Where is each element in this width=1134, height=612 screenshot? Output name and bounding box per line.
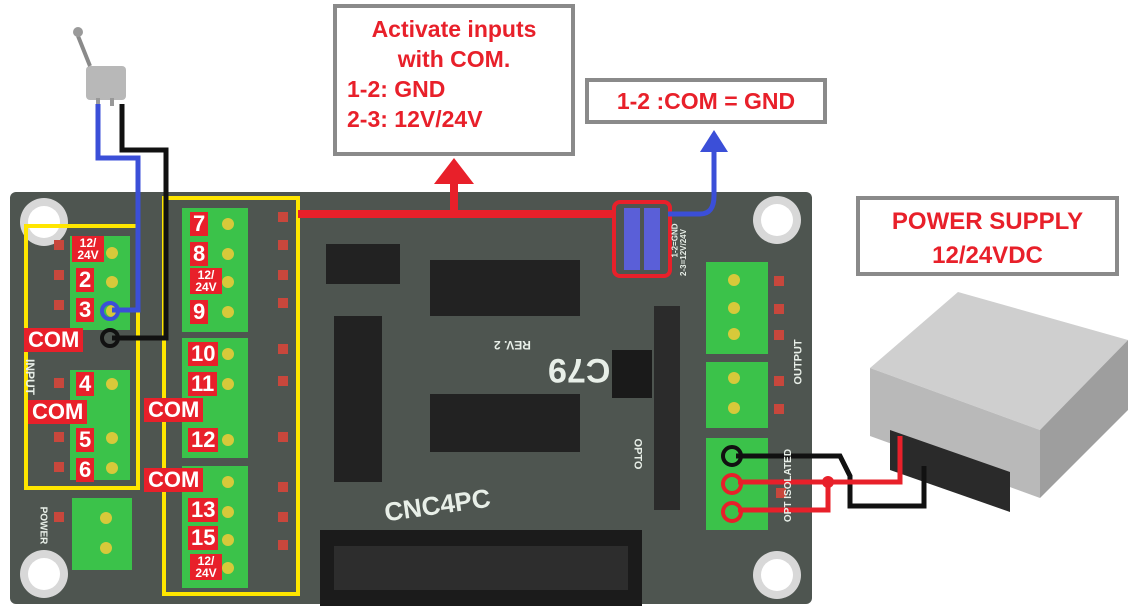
terminal-block-right-mid [706,362,768,428]
terminal-block-power [72,498,132,570]
ic-chip-vertical [334,316,382,482]
label-pin-10: 10 [188,342,219,366]
label-pin-4: 4 [76,372,95,396]
jumper-silkscreen-2: 2-3=12V/24V [678,229,688,276]
ic-chip-large-top [430,260,580,316]
mounting-hole-bottom-right [753,551,801,599]
mounting-hole-top-left [20,198,68,246]
blue-wire-end [100,301,120,321]
model-silkscreen: C79 [548,351,611,389]
mounting-hole-bottom-left [20,550,68,598]
ribbon-header [320,530,642,606]
limit-switch [73,27,126,106]
opto-silkscreen: OPTO [631,438,644,470]
power-supply-voltage: 12/24VDC [932,242,1043,269]
jumper-block [612,200,672,278]
opto-chip [612,350,652,398]
callout-line-gnd: 1-2: GND [347,76,446,102]
label-pin-8: 8 [190,242,209,266]
label-pin-6: 6 [76,458,95,482]
power-supply-callout: POWER SUPPLY 12/24VDC [856,196,1119,276]
callout-title-line-1: Activate inputs [371,16,537,42]
highlight-mid-inputs [162,196,300,596]
power-supply-title: POWER SUPPLY [891,208,1084,235]
power-silkscreen: POWER [37,506,49,545]
psu-terminal-red-2 [721,501,743,523]
blue-arrow-head [700,130,728,152]
psu-red-wire-2 [828,436,903,485]
status-leds [54,212,786,550]
callout-line-12v24v: 2-3: 12V/24V [347,106,483,132]
opt-isolated-silkscreen: OPT ISOLATED [783,448,795,523]
psu-terminal-red-1 [721,473,743,495]
mounting-hole-top-right [753,196,801,244]
red-arrow-head [434,158,474,184]
psu-black-wire [736,453,927,509]
highlight-left-inputs [24,224,140,490]
callout-title-line-2: with COM. [397,46,511,72]
com-gnd-callout: 1-2 :COM = GND [585,78,827,124]
psu-terminal-black [721,445,743,467]
label-pin-3: 3 [76,298,95,322]
input-silkscreen: INPUT [23,359,37,395]
label-pin-12: 12 [188,428,219,452]
label-pin-15: 15 [188,526,219,550]
label-pin-9: 9 [190,300,209,324]
label-pin-11: 11 [188,372,218,396]
label-left-12-24v: 12/ 24V [72,236,104,262]
terminal-block-right-top [706,262,768,354]
output-silkscreen: OUTPUT [792,339,805,385]
label-mid-12-24v: 12/ 24V [190,268,222,294]
label-bot-12-24v: 12/ 24V [190,554,222,580]
com-label-2: COM [28,400,88,424]
com-label-3: COM [144,398,204,422]
ic-chip-small [326,244,400,284]
relay-module [654,306,680,510]
label-pin-7: 7 [190,212,209,236]
psu-red-wire [738,479,831,513]
black-wire-end [100,328,120,348]
blue-arrow-to-com-callout [668,150,717,217]
com-label-1: COM [24,328,84,352]
blue-wire [95,104,141,313]
black-wire [112,104,169,341]
rev-silkscreen: REV. 2 [494,338,531,352]
label-pin-2: 2 [76,268,95,292]
power-supply-unit [870,292,1128,512]
com-label-4: COM [144,468,204,492]
label-pin-13: 13 [188,498,219,522]
ic-chip-large-bottom [430,394,580,452]
activate-inputs-callout: Activate inputs with COM. 1-2: GND 2-3: … [333,4,575,156]
label-pin-5: 5 [76,428,95,452]
